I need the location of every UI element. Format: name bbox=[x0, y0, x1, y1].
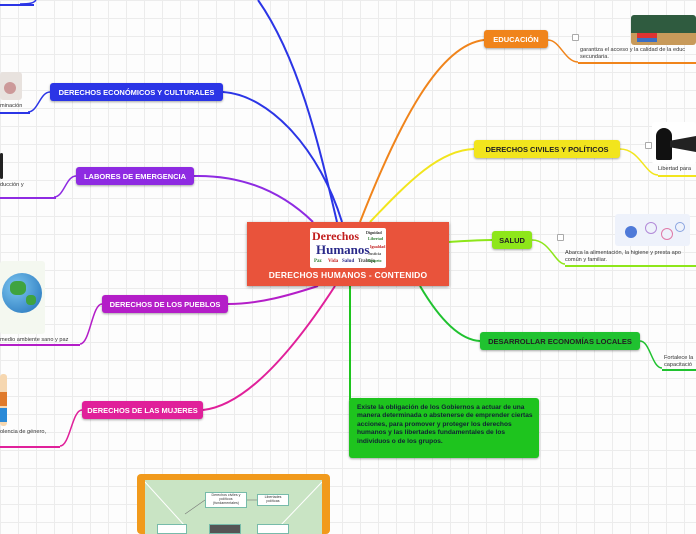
branch-label: LABORES DE EMERGENCIA bbox=[84, 172, 186, 181]
branch-label: DERECHOS ECONÓMICOS Y CULTURALES bbox=[59, 88, 215, 97]
megaphone-image bbox=[652, 122, 696, 164]
leaf-salud-text: Abarca la alimentación, la higiene y pre… bbox=[565, 250, 681, 264]
branch-label: EDUCACIÓN bbox=[493, 35, 538, 44]
connector-economicos bbox=[223, 92, 342, 222]
leaf-educacion-text: garantiza el acceso y la calidad de la e… bbox=[580, 47, 685, 61]
leader-emergencia bbox=[54, 176, 76, 197]
branch-mujeres[interactable]: DERECHOS DE LAS MUJERES bbox=[82, 401, 203, 419]
leaf-mujeres-text: olencia de género, bbox=[0, 429, 46, 436]
leader-salud bbox=[532, 240, 565, 264]
obligation-note[interactable]: Existe la obligación de los Gobiernos a … bbox=[349, 398, 539, 458]
thumbnail-canvas: Derechos civiles y políticos (fundamenta… bbox=[145, 480, 322, 534]
economics-image bbox=[0, 72, 22, 100]
branch-label: DERECHOS CIVILES Y POLÍTICOS bbox=[485, 145, 608, 154]
leader-educacion bbox=[548, 40, 578, 62]
cloud-word: Dignidad bbox=[366, 230, 382, 235]
connector-economias bbox=[420, 286, 480, 341]
cloud-word: Humanos bbox=[316, 242, 369, 258]
leaf-pueblos-text: medio ambiente sano y paz bbox=[0, 337, 68, 344]
leader-economias bbox=[640, 341, 662, 368]
word-cloud-image: Derechos Humanos Dignidad Libertad Igual… bbox=[310, 228, 386, 268]
branch-emergencia[interactable]: LABORES DE EMERGENCIA bbox=[76, 167, 194, 185]
underline bbox=[0, 112, 30, 114]
cloud-word: Libertad bbox=[368, 236, 383, 241]
branch-economias[interactable]: DESARROLLAR ECONOMÍAS LOCALES bbox=[480, 332, 640, 350]
embedded-mindmap-thumbnail[interactable]: Derechos civiles y políticos (fundamenta… bbox=[137, 474, 330, 534]
cloud-word: Salud bbox=[342, 259, 354, 264]
checkbox[interactable] bbox=[645, 142, 652, 149]
branch-civiles[interactable]: DERECHOS CIVILES Y POLÍTICOS bbox=[474, 140, 620, 158]
branch-pueblos[interactable]: DERECHOS DE LOS PUEBLOS bbox=[102, 295, 228, 313]
cloud-word: Justicia bbox=[368, 251, 381, 256]
thumbnail-box bbox=[157, 524, 187, 534]
leaf-economicos-text: minación bbox=[0, 103, 22, 110]
leaf-emergencia-text: ducción y bbox=[0, 182, 24, 189]
women-image bbox=[0, 374, 7, 426]
underline bbox=[578, 62, 696, 64]
globe-image bbox=[0, 261, 45, 334]
checkbox[interactable] bbox=[572, 34, 579, 41]
underline bbox=[0, 344, 80, 346]
leader-mujeres bbox=[60, 410, 82, 446]
checkbox[interactable] bbox=[557, 234, 564, 241]
branch-label: DERECHOS DE LAS MUJERES bbox=[87, 406, 197, 415]
branch-label: DESARROLLAR ECONOMÍAS LOCALES bbox=[488, 337, 632, 346]
underline bbox=[0, 446, 60, 448]
central-title: DERECHOS HUMANOS - CONTENIDO bbox=[247, 270, 449, 280]
connector-pueblos bbox=[228, 286, 318, 304]
underline bbox=[662, 369, 696, 371]
underline bbox=[565, 265, 696, 267]
emergency-image bbox=[0, 153, 3, 179]
connector-educacion bbox=[360, 40, 484, 222]
cloud-word: Vida bbox=[328, 259, 338, 264]
health-image bbox=[615, 214, 690, 246]
connector-emergencia bbox=[194, 176, 313, 222]
leaf-civiles-text: Libertad para bbox=[658, 166, 691, 173]
underline bbox=[0, 4, 34, 6]
cloud-word: Paz bbox=[314, 259, 322, 264]
education-image bbox=[631, 15, 696, 45]
leader-economicos bbox=[28, 92, 50, 112]
leader-pueblos bbox=[80, 304, 102, 344]
thumbnail-box: Derechos civiles y políticos (fundamenta… bbox=[205, 492, 247, 508]
underline bbox=[0, 197, 56, 199]
cloud-word: Respeto bbox=[368, 258, 382, 263]
cloud-word: Igualdad bbox=[370, 244, 385, 249]
central-node[interactable]: Derechos Humanos Dignidad Libertad Igual… bbox=[247, 222, 449, 286]
underline bbox=[658, 175, 696, 177]
thumbnail-box bbox=[257, 524, 289, 534]
branch-economicos[interactable]: DERECHOS ECONÓMICOS Y CULTURALES bbox=[50, 83, 223, 101]
note-text: Existe la obligación de los Gobiernos a … bbox=[357, 404, 533, 446]
branch-label: DERECHOS DE LOS PUEBLOS bbox=[110, 300, 221, 309]
thumbnail-box: Libertades políticas bbox=[257, 494, 289, 506]
connector-salud bbox=[449, 240, 492, 242]
branch-label: SALUD bbox=[499, 236, 525, 245]
branch-salud[interactable]: SALUD bbox=[492, 231, 532, 249]
branch-educacion[interactable]: EDUCACIÓN bbox=[484, 30, 548, 48]
leaf-economias-text: Fortalece la capacitació bbox=[664, 355, 693, 369]
thumbnail-box bbox=[209, 524, 241, 534]
